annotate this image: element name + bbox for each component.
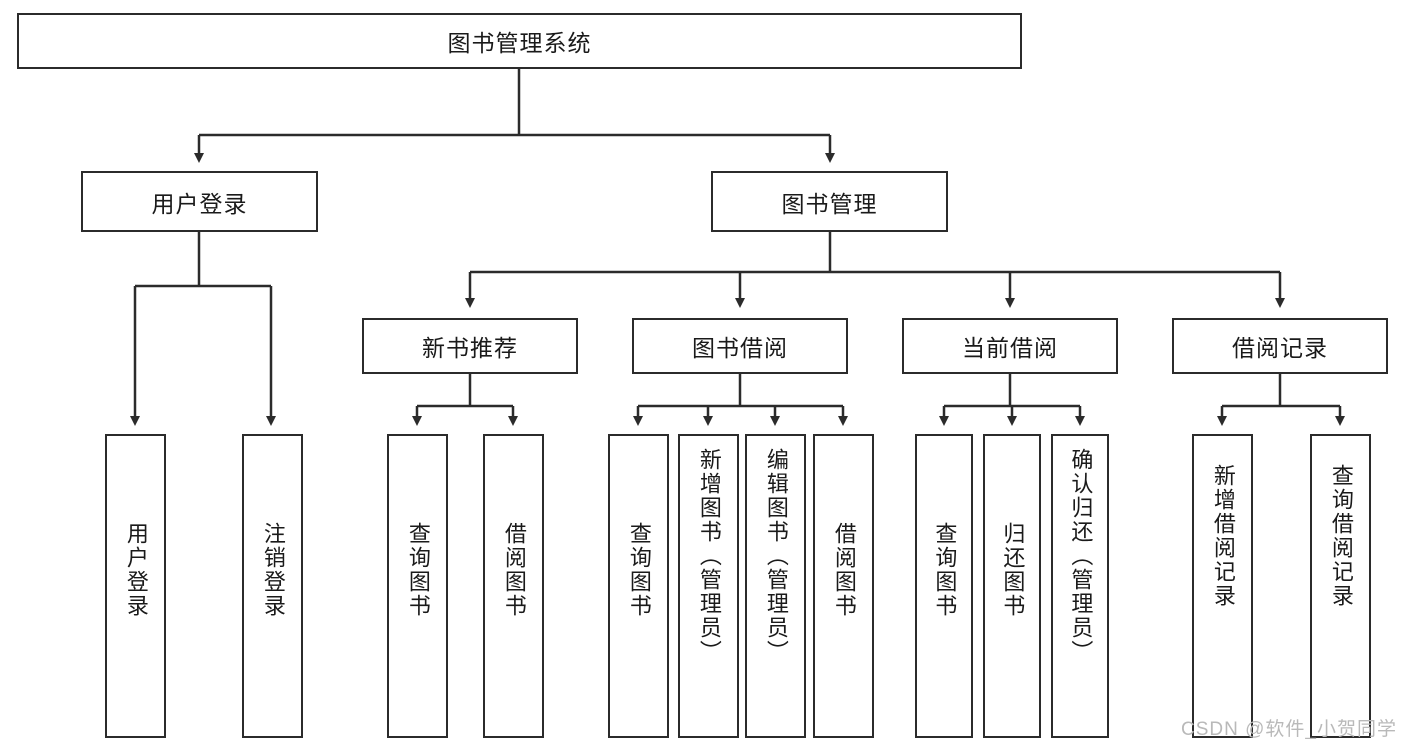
leaf-add-book-label: 新增图书（管理员） (696, 448, 722, 664)
leaf-return-book-label: 归还图书 (1000, 522, 1026, 618)
node-new-book-rec-label: 新书推荐 (422, 335, 518, 361)
leaf-logout-label: 注销登录 (260, 522, 286, 618)
leaf-query-book-2[interactable]: 查询图书 (608, 434, 669, 738)
node-current-borrow-label: 当前借阅 (962, 335, 1058, 361)
leaf-add-record-label: 新增借阅记录 (1210, 464, 1236, 608)
leaf-query-book-2-label: 查询图书 (626, 522, 652, 618)
leaf-add-record[interactable]: 新增借阅记录 (1192, 434, 1253, 738)
leaf-borrow-book-1[interactable]: 借阅图书 (483, 434, 544, 738)
leaf-query-book-3-label: 查询图书 (932, 522, 958, 618)
node-borrow-record-label: 借阅记录 (1232, 335, 1328, 361)
node-borrow-record[interactable]: 借阅记录 (1172, 318, 1388, 374)
node-root[interactable]: 图书管理系统 (17, 13, 1022, 69)
node-book-manage[interactable]: 图书管理 (711, 171, 948, 232)
leaf-query-record[interactable]: 查询借阅记录 (1310, 434, 1371, 738)
node-user-login-label: 用户登录 (151, 190, 248, 217)
leaf-borrow-book-2[interactable]: 借阅图书 (813, 434, 874, 738)
watermark: CSDN @软件_小贺同学 (1181, 719, 1397, 740)
leaf-borrow-book-1-label: 借阅图书 (501, 522, 527, 618)
leaf-logout[interactable]: 注销登录 (242, 434, 303, 738)
leaf-query-book-3[interactable]: 查询图书 (915, 434, 973, 738)
node-user-login[interactable]: 用户登录 (81, 171, 318, 232)
leaf-user-login[interactable]: 用户登录 (105, 434, 166, 738)
leaf-confirm-return-label: 确认归还（管理员） (1068, 448, 1094, 664)
node-root-label: 图书管理系统 (447, 30, 592, 56)
leaf-edit-book[interactable]: 编辑图书（管理员） (745, 434, 806, 738)
leaf-query-book-1[interactable]: 查询图书 (387, 434, 448, 738)
node-current-borrow[interactable]: 当前借阅 (902, 318, 1118, 374)
leaf-borrow-book-2-label: 借阅图书 (831, 522, 857, 618)
leaf-edit-book-label: 编辑图书（管理员） (763, 448, 789, 664)
leaf-return-book[interactable]: 归还图书 (983, 434, 1041, 738)
leaf-query-book-1-label: 查询图书 (405, 522, 431, 618)
leaf-user-login-label: 用户登录 (123, 522, 149, 618)
leaf-query-record-label: 查询借阅记录 (1328, 464, 1354, 608)
node-new-book-rec[interactable]: 新书推荐 (362, 318, 578, 374)
node-book-borrow[interactable]: 图书借阅 (632, 318, 848, 374)
node-book-borrow-label: 图书借阅 (692, 335, 788, 361)
leaf-add-book[interactable]: 新增图书（管理员） (678, 434, 739, 738)
leaf-confirm-return[interactable]: 确认归还（管理员） (1051, 434, 1109, 738)
node-book-manage-label: 图书管理 (781, 190, 878, 217)
